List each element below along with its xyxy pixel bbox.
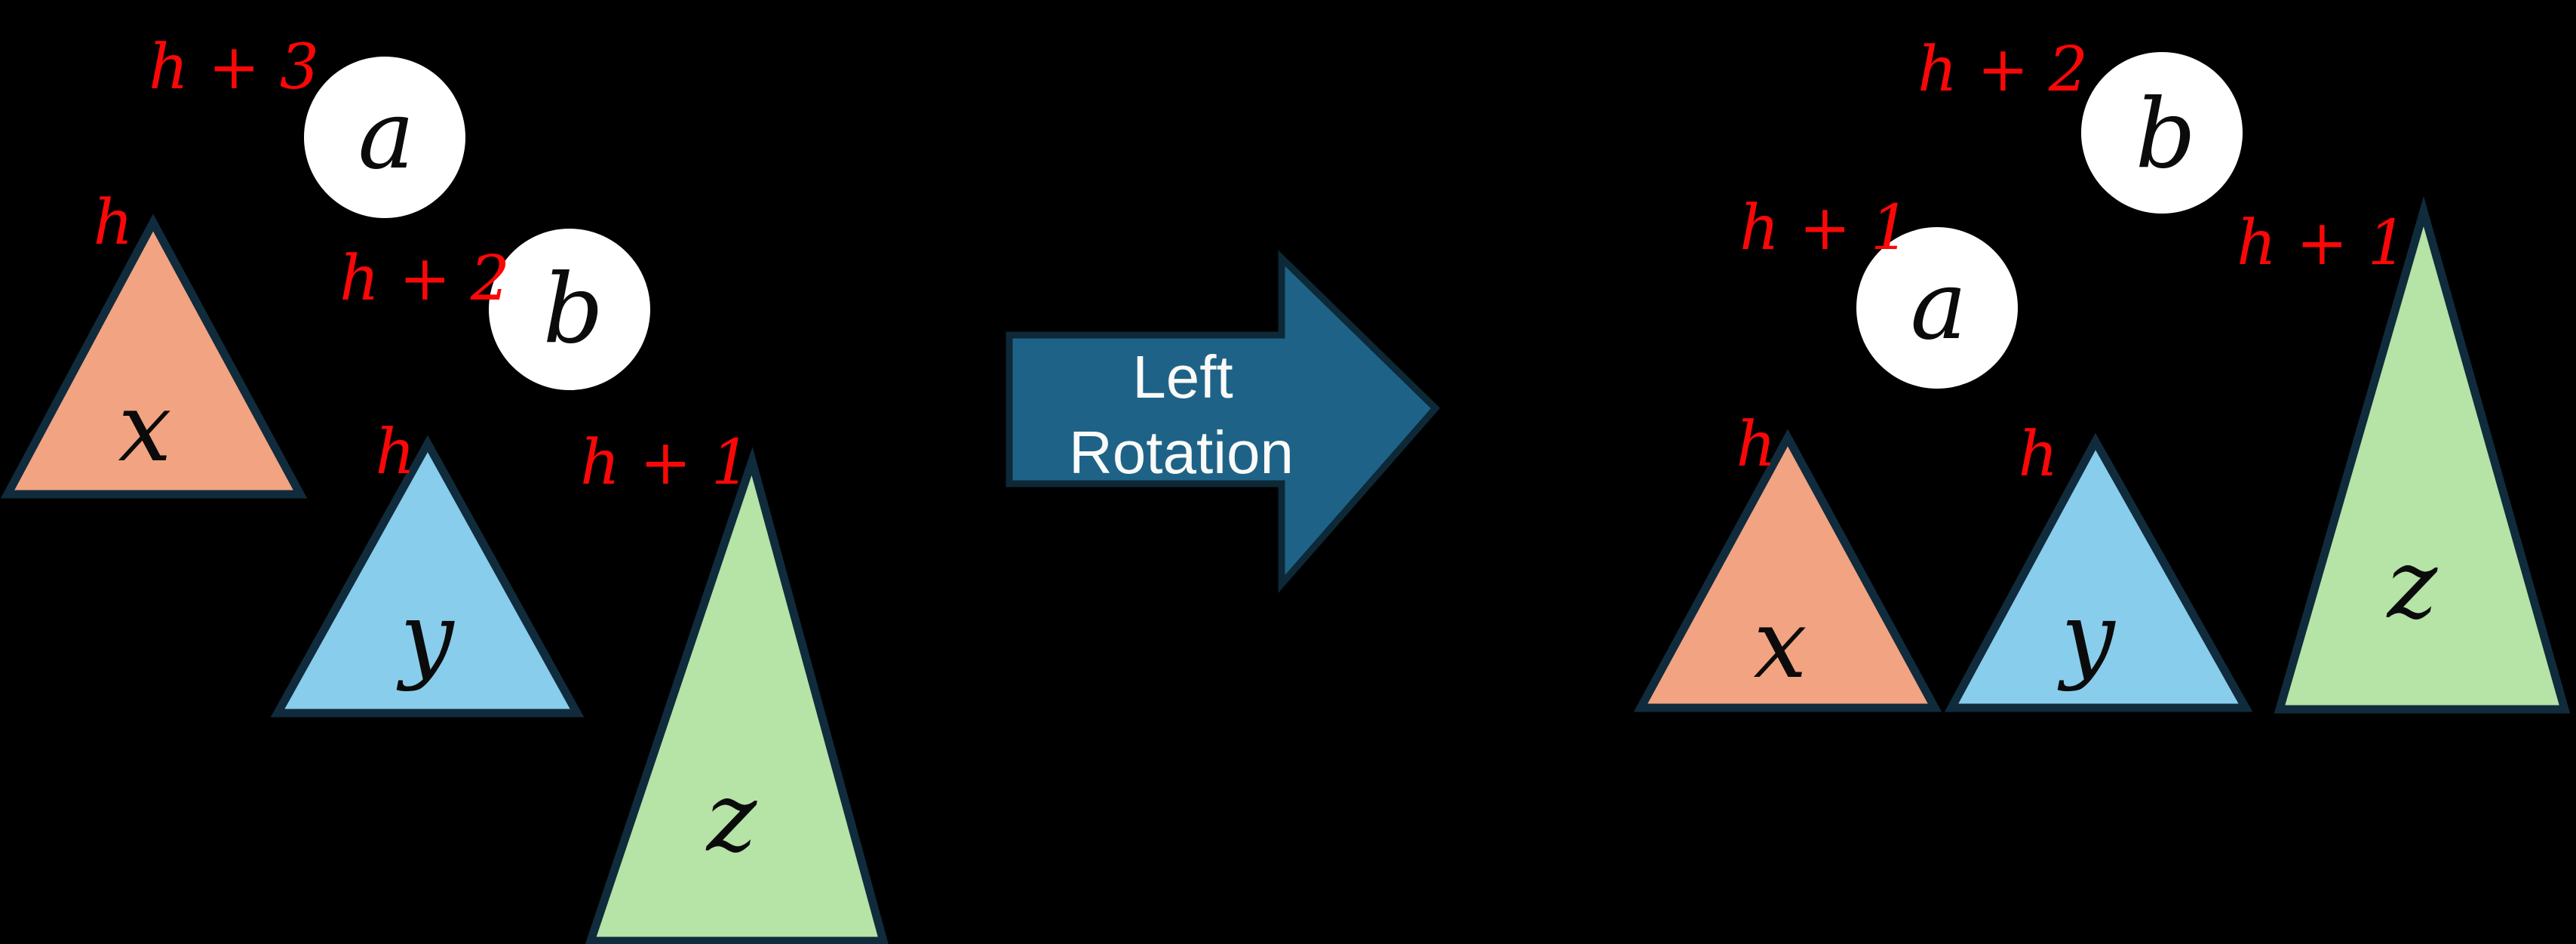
- right-arrow-icon: [1006, 250, 1441, 593]
- node-b-height-before: h + 2: [339, 243, 510, 315]
- subtree-x-height-before: h: [94, 187, 134, 259]
- node-b-circle-before: [489, 229, 650, 390]
- subtree-z-triangle-before: [585, 447, 889, 944]
- arrow-label-line1: Left: [1132, 343, 1233, 411]
- subtree-z-height-after: h + 1: [2237, 208, 2407, 279]
- subtree-z-triangle-after: [2274, 196, 2571, 714]
- tree-before: x h y h z h + 1 a h + 3 b h + 2: [0, 32, 889, 944]
- subtree-y-triangle-after: [1944, 432, 2253, 712]
- node-a-height-after: h + 1: [1739, 192, 1910, 264]
- subtree-y-label-after: y: [2057, 582, 2116, 693]
- subtree-z-label-before: z: [705, 762, 757, 873]
- node-b-label-before: b: [543, 254, 604, 364]
- node-b-height-after: h + 2: [1917, 34, 2088, 106]
- subtree-x-triangle-after: [1633, 429, 1942, 712]
- node-b-label-after: b: [2135, 78, 2197, 189]
- subtree-x-label-before: x: [118, 372, 171, 483]
- node-a-label-before: a: [358, 79, 414, 190]
- subtree-y-height-before: h: [376, 417, 416, 488]
- subtree-z-height-before: h + 1: [580, 427, 751, 499]
- subtree-x-label-after: x: [1753, 589, 1807, 700]
- subtree-x-height-after: h: [1736, 409, 1776, 481]
- node-a-height-before: h + 3: [149, 32, 319, 103]
- tree-after: x h y h z h + 1 b h + 2 a h + 1: [1633, 34, 2571, 714]
- arrow-label-line2: Rotation: [1069, 419, 1294, 486]
- left-rotation-arrow: Left Rotation: [1006, 250, 1441, 593]
- node-a-label-after: a: [1910, 250, 1967, 361]
- node-a-circle-before: [304, 57, 465, 218]
- subtree-y-label-before: y: [396, 582, 455, 693]
- subtree-y-height-after: h: [2019, 419, 2059, 490]
- subtree-x-triangle-before: [0, 214, 308, 499]
- node-a-circle-after: [1856, 227, 2018, 389]
- node-b-circle-after: [2081, 52, 2243, 214]
- subtree-z-label-after: z: [2386, 529, 2438, 640]
- subtree-y-triangle-before: [270, 435, 585, 718]
